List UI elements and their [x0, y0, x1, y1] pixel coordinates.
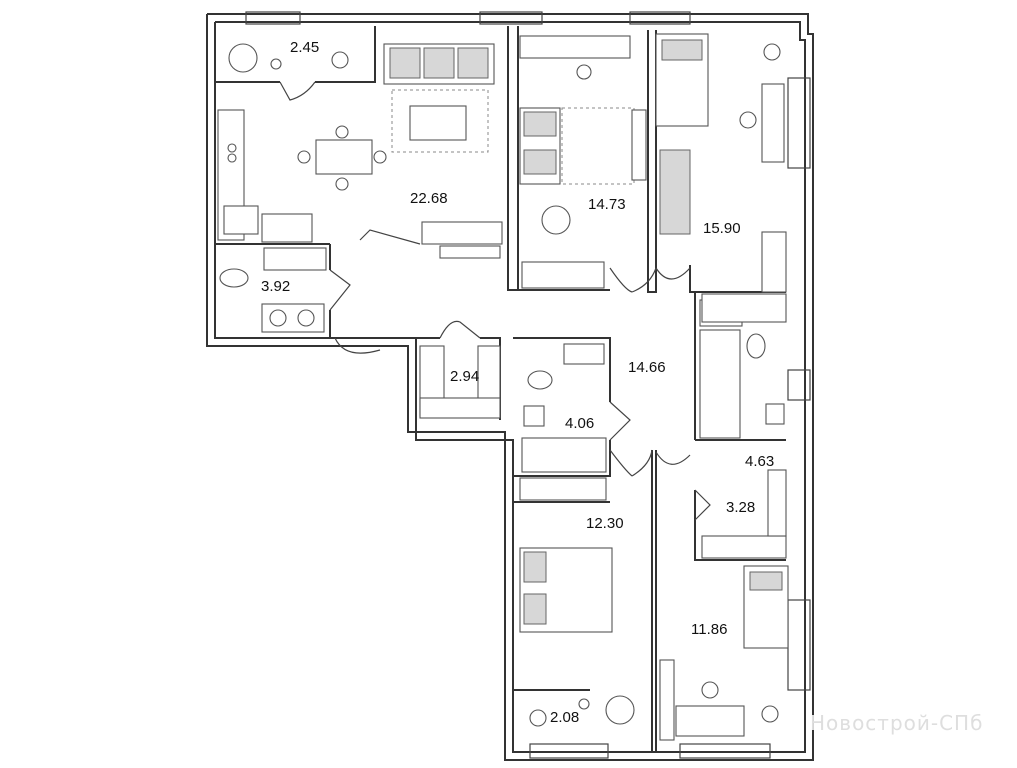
area-balcony-bottom: 2.08: [550, 709, 579, 726]
closets: [419, 293, 787, 559]
area-bathroom-center: 4.06: [565, 415, 594, 432]
doors: [279, 81, 711, 521]
bedroom-bottom-furniture: [519, 547, 789, 741]
watermark: Новострой-СПб: [810, 711, 983, 735]
area-balcony-top: 2.45: [290, 39, 319, 56]
bedroom-center-furniture: [519, 35, 647, 289]
area-bedroom-right: 15.90: [703, 220, 741, 237]
living-kitchen-furniture: [217, 43, 503, 259]
area-closet-right: 3.28: [726, 499, 755, 516]
area-bathroom-left: 3.92: [261, 278, 290, 295]
area-labels: 2.45 22.68 14.73 15.90 3.92 2.94 14.66 4…: [261, 39, 774, 726]
area-hall: 14.66: [628, 359, 666, 376]
bathroom-fixtures: [219, 247, 785, 473]
area-bedroom-bottom: 12.30: [586, 515, 624, 532]
area-bathroom-right: 4.63: [745, 453, 774, 470]
area-wardrobe: 2.94: [450, 368, 479, 385]
area-living-kitchen: 22.68: [410, 190, 448, 207]
area-bedroom-bottom-right: 11.86: [691, 621, 727, 638]
area-bedroom-center: 14.73: [588, 196, 626, 213]
bedroom-right-furniture: [655, 33, 787, 293]
